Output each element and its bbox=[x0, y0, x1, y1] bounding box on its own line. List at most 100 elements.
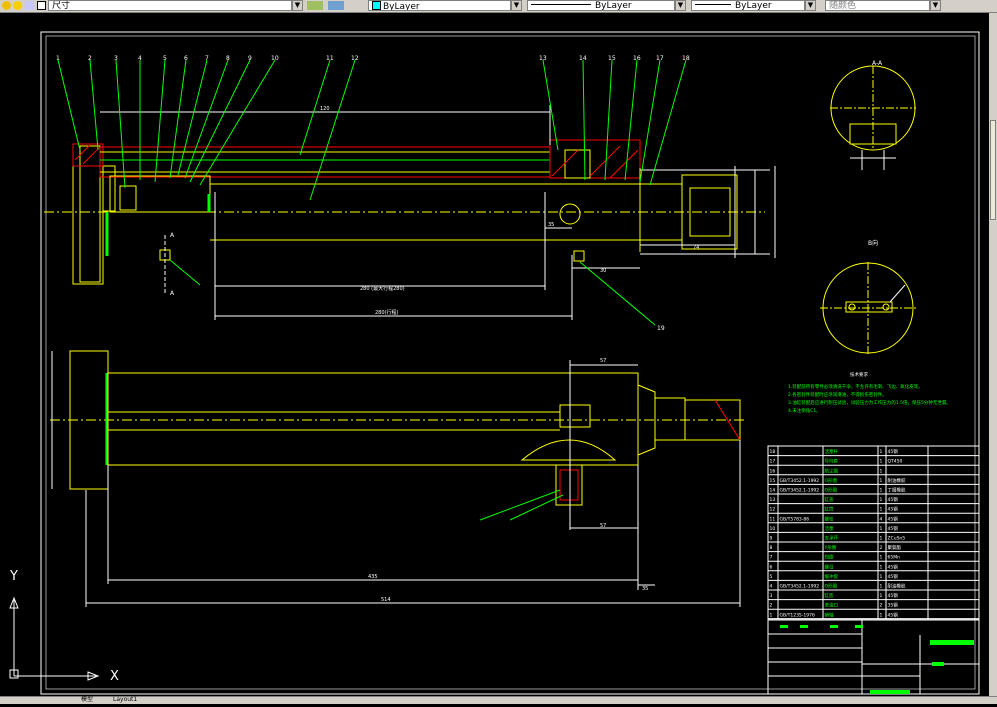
balloon-6: 6 bbox=[184, 55, 188, 62]
bom-cell: 聚氨酯 bbox=[888, 544, 902, 551]
drawing-frame-inner bbox=[45, 35, 976, 690]
dim-280b: 280(行程) bbox=[375, 309, 398, 316]
bom-cell: 1 bbox=[880, 507, 883, 513]
dimension-texts: 120 280 (最大行程280) 280(行程) 35 30 74 bbox=[320, 106, 699, 316]
layer-dropdown[interactable]: 尺寸 bbox=[48, 0, 292, 11]
tab-model[interactable]: 模型 bbox=[81, 696, 94, 703]
tech-req-line-1: 1.装配前所有零件必须清洗干净，不允许有毛刺、飞边、氧化皮等。 bbox=[788, 383, 923, 390]
bom-cell: 1 bbox=[770, 612, 773, 618]
chevron-down-icon[interactable]: ▼ bbox=[511, 0, 522, 11]
chevron-down-icon[interactable]: ▼ bbox=[930, 0, 941, 11]
bom-cell: 65Mn bbox=[888, 555, 901, 561]
bom-cell: GB/T3452.1-1992 bbox=[780, 584, 820, 590]
scrollbar-thumb[interactable] bbox=[990, 120, 996, 220]
bom-cell: QT450 bbox=[888, 459, 903, 465]
bom-cell: GB/T5783-86 bbox=[780, 516, 810, 522]
bom-cell: 挡圈 bbox=[825, 554, 834, 561]
lock-icon[interactable] bbox=[25, 1, 34, 10]
bom-cell: 支承环 bbox=[825, 535, 839, 542]
bom-cell: 45钢 bbox=[888, 611, 899, 618]
color-dropdown[interactable]: ByLayer bbox=[368, 0, 511, 11]
cad-drawing: 1 2 3 4 5 6 7 8 9 10 11 12 13 14 15 16 1… bbox=[9, 31, 980, 695]
dim-57-bottom: 57 bbox=[600, 523, 606, 529]
section-mark-a-top: A bbox=[170, 232, 175, 239]
bom-cell: 耐油橡胶 bbox=[888, 583, 906, 590]
assembly-outside-view bbox=[50, 350, 745, 607]
bom-cell: 45钢 bbox=[888, 515, 899, 522]
bom-cell: 45钢 bbox=[888, 573, 899, 580]
bom-cell: 15 bbox=[770, 478, 776, 484]
bom-cell: 18 bbox=[770, 449, 776, 455]
title-block bbox=[767, 619, 980, 695]
bom-cell: 1 bbox=[880, 555, 883, 561]
balloon-10: 10 bbox=[271, 55, 279, 62]
layer-name-text: 尺寸 bbox=[52, 1, 71, 11]
bom-cell: 10 bbox=[770, 526, 776, 532]
linetype-dropdown[interactable]: ByLayer bbox=[527, 0, 675, 11]
layer-previous-icon[interactable] bbox=[328, 1, 344, 10]
bom-cell: 1 bbox=[880, 584, 883, 590]
sun-icon[interactable] bbox=[13, 1, 22, 10]
bom-cell: 45钢 bbox=[888, 448, 899, 455]
bom-cell: 1 bbox=[880, 574, 883, 580]
chevron-down-icon[interactable]: ▼ bbox=[675, 0, 686, 11]
bom-cell: 活塞 bbox=[825, 525, 834, 532]
layer-properties-icon[interactable] bbox=[307, 1, 323, 10]
bom-cell: 14 bbox=[770, 488, 776, 494]
chevron-down-icon[interactable]: ▼ bbox=[292, 0, 303, 11]
bom-cell: O形圈 bbox=[825, 487, 838, 494]
color-value: ByLayer bbox=[383, 2, 420, 11]
ucs-x-label: X bbox=[110, 669, 119, 684]
dim-30: 30 bbox=[600, 268, 606, 274]
dim-514: 514 bbox=[381, 597, 391, 603]
balloon-2: 2 bbox=[88, 55, 92, 62]
bom-cell: 1 bbox=[880, 459, 883, 465]
bom-cell: 4 bbox=[770, 584, 773, 590]
bom-cell: 35钢 bbox=[888, 602, 899, 609]
vertical-scrollbar[interactable] bbox=[989, 13, 997, 696]
bom-cell: 活塞杆 bbox=[825, 448, 839, 455]
line-sample-icon bbox=[695, 4, 731, 5]
dim-120: 120 bbox=[320, 106, 330, 112]
dim-35b: 35 bbox=[642, 586, 648, 592]
tab-layout1[interactable]: Layout1 bbox=[113, 696, 138, 703]
lightbulb-icon[interactable] bbox=[2, 1, 11, 10]
bom-cell: 1 bbox=[880, 488, 883, 494]
bom-cell: ZCuSn5 bbox=[888, 536, 906, 542]
properties-toolbar: 尺寸 ▼ ByLayer ▼ ByLayer ▼ ByLayer ▼ 随颜色 ▼ bbox=[0, 0, 997, 13]
bom-cell: GB/T1235-1976 bbox=[780, 612, 816, 618]
bom-cell: 缸盖 bbox=[825, 496, 834, 503]
tech-req-line-2: 2.各密封件装配时应涂润滑油，不得损伤密封件。 bbox=[788, 391, 887, 398]
bom-cell: 9 bbox=[770, 536, 773, 542]
balloon-14: 14 bbox=[579, 55, 587, 62]
lineweight-value: ByLayer bbox=[735, 1, 772, 11]
dim-435: 435 bbox=[368, 574, 378, 580]
balloon-numbers: 1 2 3 4 5 6 7 8 9 10 11 12 13 14 15 16 1… bbox=[56, 55, 690, 332]
balloon-15: 15 bbox=[608, 55, 616, 62]
balloon-7: 7 bbox=[205, 55, 209, 62]
bom-cell: 防尘圈 bbox=[825, 467, 839, 474]
bom-cell: 6 bbox=[770, 564, 773, 570]
balloon-17: 17 bbox=[656, 55, 664, 62]
bom-cell: 销轴 bbox=[825, 611, 834, 618]
balloon-8: 8 bbox=[226, 55, 230, 62]
assembly-section-view bbox=[44, 59, 776, 326]
bom-cell: 45钢 bbox=[888, 506, 899, 513]
chevron-down-icon[interactable]: ▼ bbox=[805, 0, 816, 11]
line-sample-icon bbox=[531, 4, 591, 5]
tech-req-line-4: 4.未注倒角C1。 bbox=[788, 407, 821, 414]
section-mark-a-bottom: A bbox=[170, 290, 175, 297]
bom-cell: 1 bbox=[880, 468, 883, 474]
drawing-canvas[interactable]: 1 2 3 4 5 6 7 8 9 10 11 12 13 14 15 16 1… bbox=[0, 13, 997, 703]
plotstyle-dropdown[interactable]: 随颜色 bbox=[825, 0, 930, 11]
cyan-swatch-icon bbox=[372, 1, 381, 10]
layer-color-square-icon[interactable] bbox=[37, 1, 46, 10]
lineweight-dropdown[interactable]: ByLayer bbox=[691, 0, 805, 11]
balloon-16: 16 bbox=[633, 55, 641, 62]
bottom-dimension-texts: 57 57 435 35 514 bbox=[368, 358, 648, 603]
section-view-label: A-A bbox=[872, 60, 883, 67]
dim-35: 35 bbox=[548, 222, 554, 228]
bom-cell: 1 bbox=[880, 478, 883, 484]
balloon-19: 19 bbox=[657, 325, 665, 332]
